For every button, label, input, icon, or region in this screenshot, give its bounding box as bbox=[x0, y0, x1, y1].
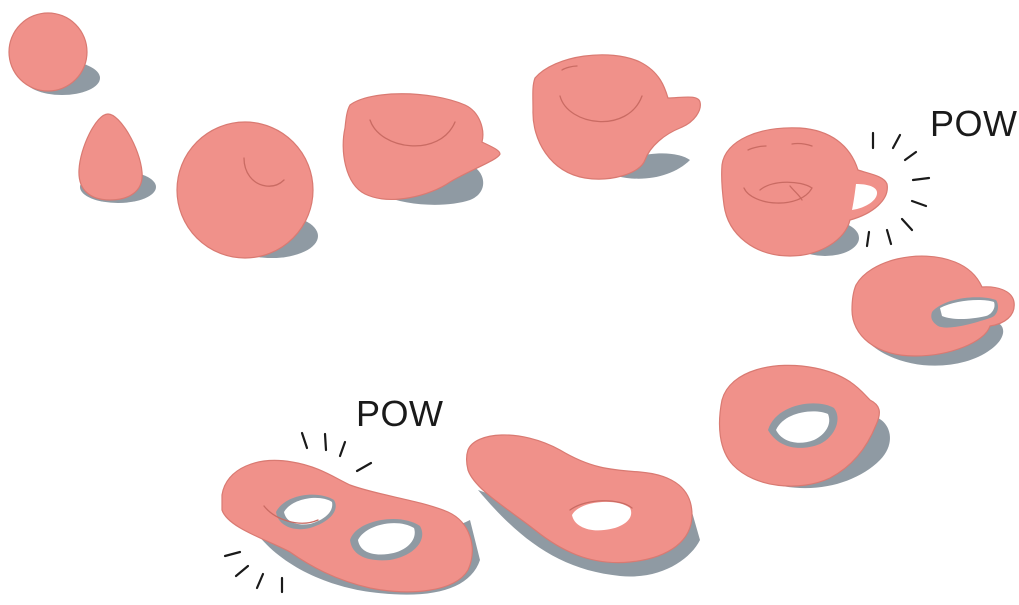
shape-sphere-large bbox=[177, 122, 318, 258]
shape-double-torus bbox=[222, 460, 480, 594]
shape-cup-forming bbox=[722, 128, 888, 256]
impact-burst-top-left bbox=[302, 433, 371, 471]
shape-blob-bump bbox=[343, 94, 500, 205]
shape-blob-handle-bud bbox=[533, 55, 700, 179]
pow-label-top: POW bbox=[930, 103, 1018, 144]
shape-sphere-small bbox=[9, 13, 100, 95]
shape-egg bbox=[79, 114, 156, 203]
pow-label-bottom: POW bbox=[356, 393, 444, 434]
impact-burst-bottom-left bbox=[225, 552, 282, 592]
shape-mug bbox=[852, 256, 1014, 366]
shape-torus-lumpy bbox=[720, 365, 890, 488]
shape-torus-flat bbox=[467, 435, 701, 577]
